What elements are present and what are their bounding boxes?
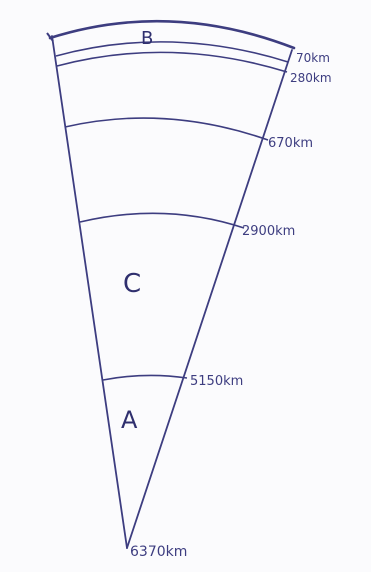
region-label-c: C (123, 269, 141, 299)
depth-label-2900km: 2900km (242, 224, 295, 239)
depth-label-6370km: 6370km (130, 544, 187, 560)
depth-label-5150km: 5150km (190, 374, 243, 389)
depth-label-670km: 670km (268, 136, 313, 151)
depth-label-70km: 70km (296, 51, 330, 65)
region-label-b: B (141, 28, 153, 49)
region-label-a: A (121, 406, 138, 434)
depth-label-280km: 280km (290, 71, 332, 85)
